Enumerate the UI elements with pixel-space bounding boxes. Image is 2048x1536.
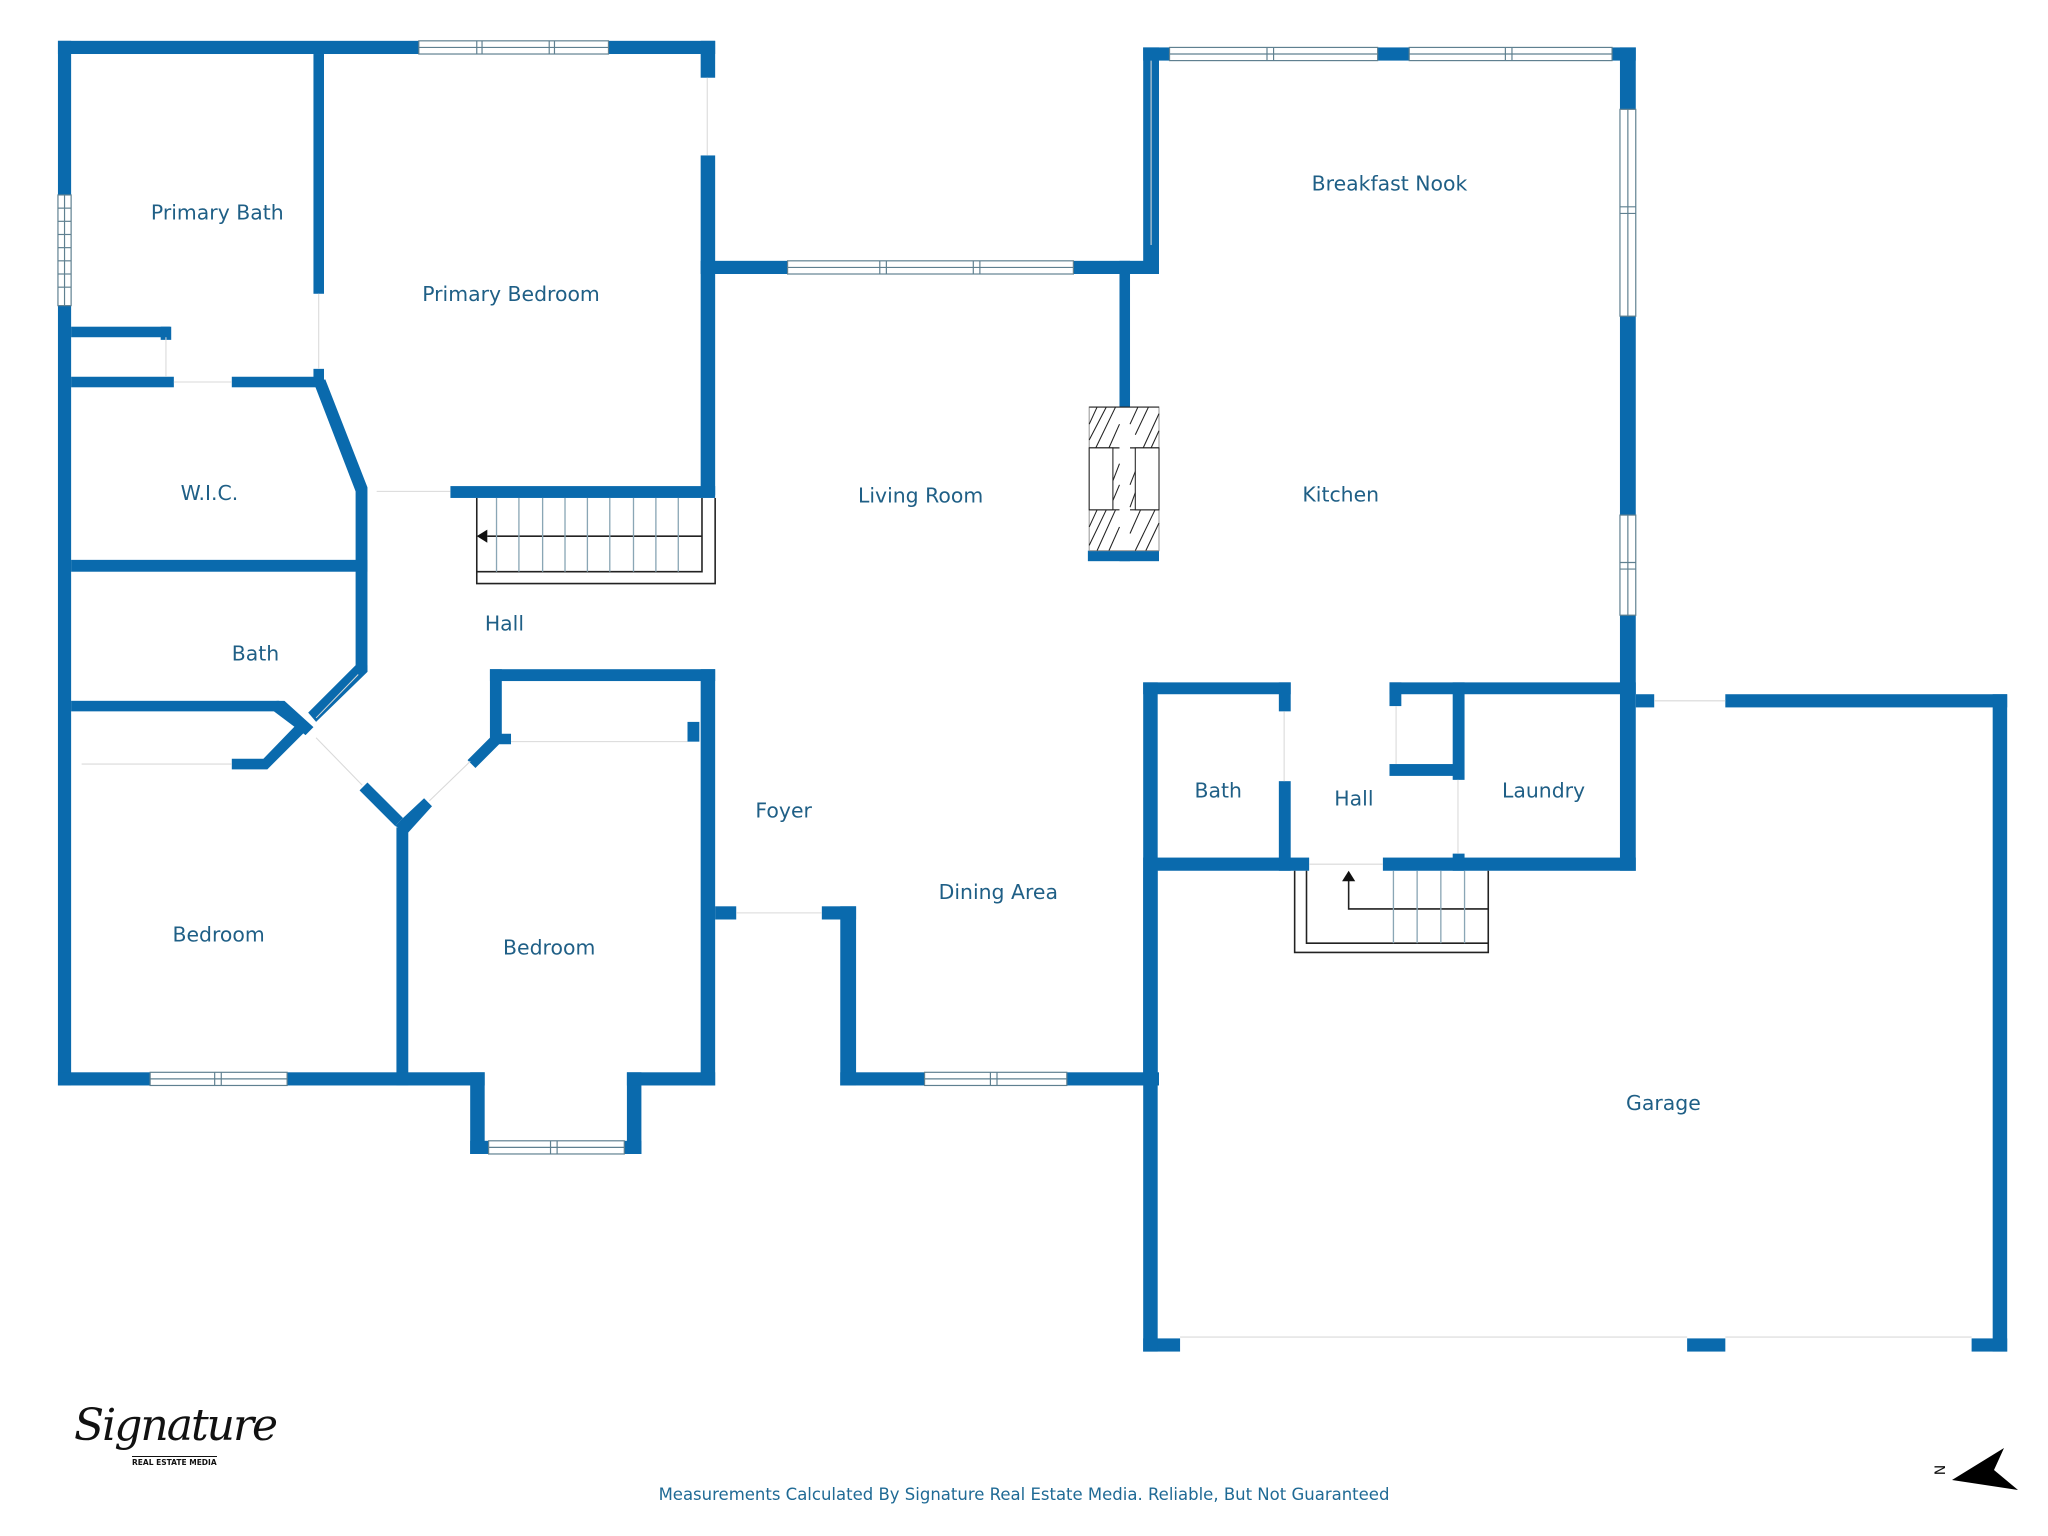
room-label-living-room: Living Room bbox=[858, 484, 983, 508]
logo-script-text: Signature bbox=[74, 1400, 278, 1451]
stairs-east bbox=[1293, 870, 1490, 954]
compass: N bbox=[1930, 1440, 2030, 1500]
west-wing-walls bbox=[57, 40, 1159, 1154]
logo-subtitle: REAL ESTATE MEDIA bbox=[132, 1456, 217, 1467]
room-label-hall-east: Hall bbox=[1334, 787, 1373, 811]
east-wing-walls bbox=[1073, 47, 2008, 1352]
room-label-bath-east: Bath bbox=[1195, 779, 1242, 803]
measurement-disclaimer: Measurements Calculated By Signature Rea… bbox=[658, 1485, 1390, 1504]
room-label-dining-area: Dining Area bbox=[939, 880, 1058, 904]
windows bbox=[57, 40, 1637, 1155]
stair-direction-arrow-icon bbox=[476, 529, 488, 543]
room-label-garage: Garage bbox=[1626, 1091, 1701, 1115]
company-logo: Signature REAL ESTATE MEDIA bbox=[74, 1400, 278, 1480]
room-label-breakfast-nook: Breakfast Nook bbox=[1312, 171, 1468, 195]
room-label-primary-bedroom: Primary Bedroom bbox=[422, 282, 600, 306]
room-label-bath-west: Bath bbox=[232, 642, 279, 666]
stair-direction-arrow-icon bbox=[1342, 870, 1356, 882]
room-label-hall-west: Hall bbox=[485, 611, 524, 635]
room-label-wic: W.I.C. bbox=[181, 481, 239, 505]
stairs-west bbox=[475, 497, 716, 585]
door-openings bbox=[81, 60, 1972, 1338]
room-label-kitchen: Kitchen bbox=[1302, 482, 1379, 506]
room-labels: Primary Bath Primary Bedroom W.I.C. Hall… bbox=[151, 171, 1701, 1114]
room-label-laundry: Laundry bbox=[1502, 779, 1585, 803]
room-label-primary-bath: Primary Bath bbox=[151, 200, 284, 224]
room-label-bedroom-1: Bedroom bbox=[172, 922, 264, 946]
fireplace-icon bbox=[1088, 406, 1160, 552]
room-label-bedroom-2: Bedroom bbox=[503, 935, 595, 959]
north-arrow-icon bbox=[1952, 1448, 2018, 1490]
room-label-foyer: Foyer bbox=[755, 798, 812, 822]
